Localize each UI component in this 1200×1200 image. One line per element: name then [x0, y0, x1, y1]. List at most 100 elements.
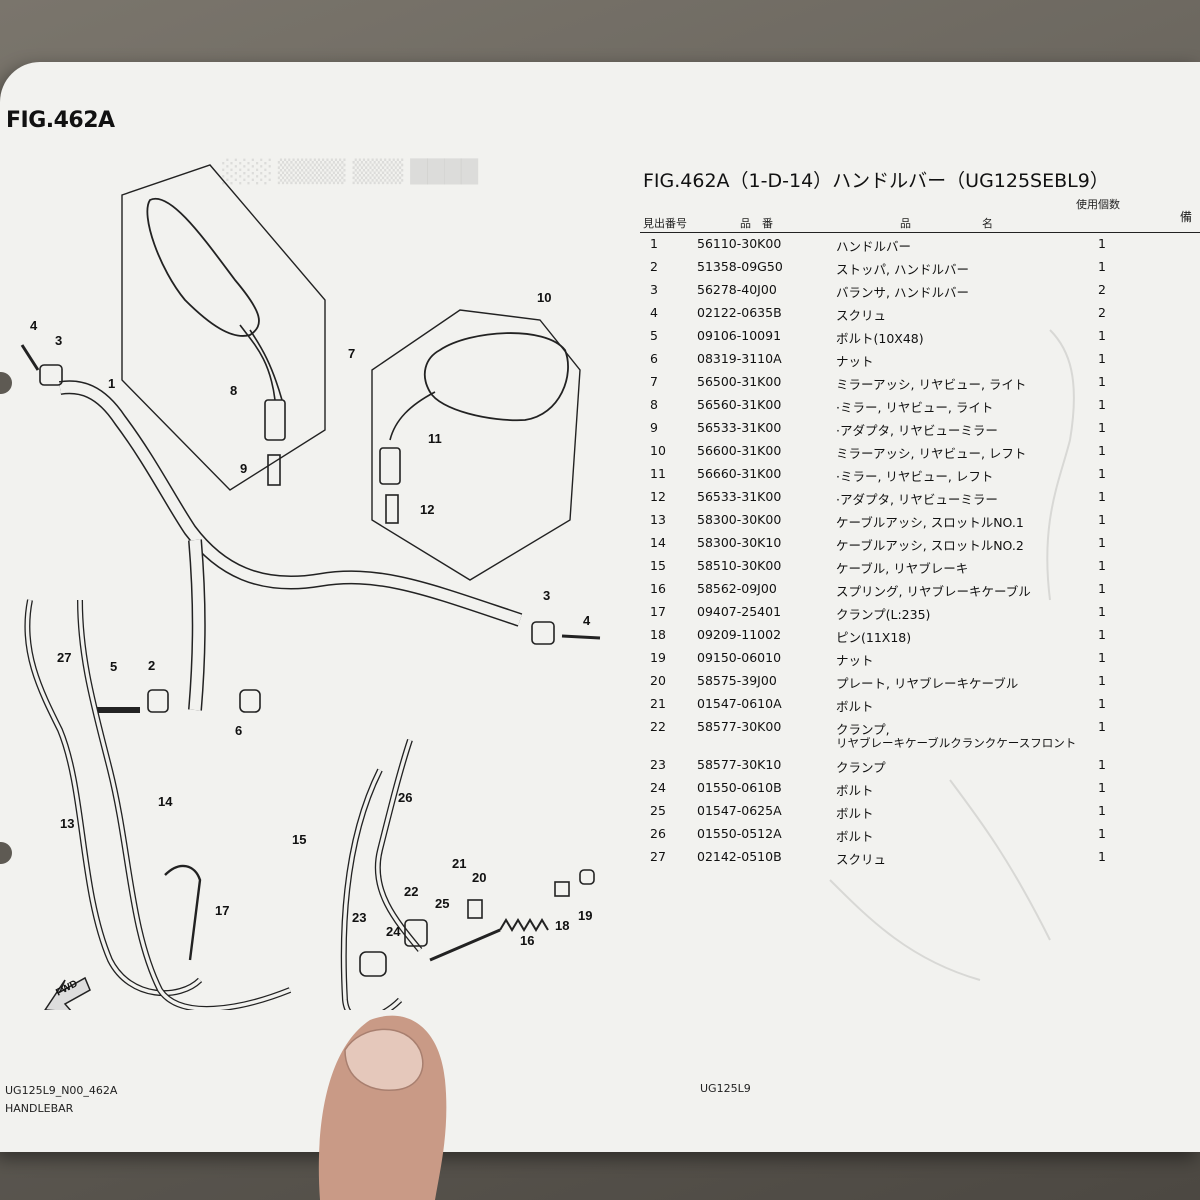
- parts-cell-desc: クランプ(L:235): [836, 607, 931, 622]
- parts-cell-no: 5: [650, 328, 658, 343]
- parts-cell-qty: 1: [1098, 558, 1106, 573]
- parts-cell-qty: 1: [1098, 803, 1106, 818]
- parts-cell-no: 21: [650, 696, 666, 711]
- callout-21: 21: [452, 856, 466, 871]
- parts-cell-desc: ピン(11X18): [836, 630, 912, 645]
- callout-1: 1: [108, 376, 115, 391]
- parts-cell-desc: ミラーアッシ, リヤビュー, レフト: [836, 446, 1027, 461]
- parts-cell-no: 14: [650, 535, 666, 550]
- parts-cell-desc: ケーブルアッシ, スロットルNO.1: [836, 515, 1024, 530]
- parts-cell-no: 10: [650, 443, 666, 458]
- brake-spring: [499, 918, 549, 932]
- callout-10: 10: [537, 290, 551, 305]
- parts-cell-qty: 1: [1098, 673, 1106, 688]
- header-part-no: 品 番: [740, 217, 773, 230]
- callout-19: 19: [578, 908, 592, 923]
- parts-cell-no: 4: [650, 305, 658, 320]
- parts-cell-no: 25: [650, 803, 666, 818]
- parts-cell-desc: ボルト: [836, 699, 874, 714]
- parts-cell-no: 23: [650, 757, 666, 772]
- parts-cell-part: 56500-31K00: [697, 374, 782, 389]
- parts-cell-qty: 1: [1098, 466, 1106, 481]
- fwd-arrow-shape: [44, 976, 91, 1010]
- callout-7: 7: [348, 346, 355, 361]
- parts-cell-qty: 1: [1098, 236, 1106, 251]
- parts-cell-qty: 1: [1098, 374, 1106, 389]
- parts-cell-desc: ·ミラー, リヤビュー, ライト: [836, 400, 994, 415]
- callout-26: 26: [398, 790, 412, 805]
- parts-cell-part: 58300-30K10: [697, 535, 782, 550]
- parts-cell-part: 51358-09G50: [697, 259, 783, 274]
- parts-cell-no: 6: [650, 351, 658, 366]
- parts-cell-part: 56660-31K00: [697, 466, 782, 481]
- parts-cell-qty: 2: [1098, 305, 1106, 320]
- parts-row: 25 01547-0625A ボルト 1: [640, 803, 1200, 825]
- binder-hole: [0, 842, 12, 864]
- parts-cell-qty: 1: [1098, 650, 1106, 665]
- parts-cell-qty: 1: [1098, 849, 1106, 864]
- callout-14: 14: [158, 794, 173, 809]
- parts-cell-no: 3: [650, 282, 658, 297]
- parts-cell-no: 16: [650, 581, 666, 596]
- callout-11: 11: [428, 431, 442, 446]
- parts-cell-part: 56533-31K00: [697, 489, 782, 504]
- parts-cell-part: 09209-11002: [697, 627, 782, 642]
- parts-cell-desc: ナット: [836, 354, 874, 369]
- parts-cell-part: 01547-0610A: [697, 696, 782, 711]
- callout-4b: 4: [583, 613, 591, 628]
- parts-cell-desc: ボルト: [836, 806, 874, 821]
- parts-cell-part: 58577-30K00: [697, 719, 782, 734]
- parts-cell-part: 58300-30K00: [697, 512, 782, 527]
- parts-cell-part: 02142-0510B: [697, 849, 782, 864]
- parts-cell-desc: ·ミラー, リヤビュー, レフト: [836, 469, 994, 484]
- parts-cell-qty: 1: [1098, 757, 1106, 772]
- parts-cell-no: 18: [650, 627, 666, 642]
- parts-cell-part: 01547-0625A: [697, 803, 782, 818]
- callout-13: 13: [60, 816, 74, 831]
- callout-15: 15: [292, 832, 306, 847]
- callout-3b: 3: [543, 588, 550, 603]
- parts-cell-part: 56278-40J00: [697, 282, 777, 297]
- parts-cell-qty: 1: [1098, 512, 1106, 527]
- parts-cell-desc: ·アダプタ, リヤビューミラー: [836, 492, 998, 507]
- parts-cell-part: 56533-31K00: [697, 420, 782, 435]
- callout-12: 12: [420, 502, 434, 517]
- parts-cell-part: 56560-31K00: [697, 397, 782, 412]
- parts-cell-part: 02122-0635B: [697, 305, 782, 320]
- parts-cell-part: 09150-06010: [697, 650, 782, 665]
- parts-cell-desc: スプリング, リヤブレーキケーブル: [836, 584, 1031, 599]
- parts-cell-part: 01550-0512A: [697, 826, 782, 841]
- callout-23: 23: [352, 910, 366, 925]
- parts-cell-desc: スクリュ: [836, 852, 887, 867]
- parts-cell-qty: 1: [1098, 259, 1106, 274]
- parts-cell-part: 01550-0610B: [697, 780, 782, 795]
- parts-cell-no: 1: [650, 236, 658, 251]
- left-mirror-frame: [371, 309, 581, 581]
- parts-cell-desc: ストッパ, ハンドルバー: [836, 262, 969, 277]
- parts-cell-no: 22: [650, 719, 666, 734]
- parts-cell-qty: 1: [1098, 719, 1106, 734]
- callout-8: 8: [230, 383, 237, 398]
- parts-cell-qty: 1: [1098, 443, 1106, 458]
- callout-27: 27: [57, 650, 71, 665]
- callout-18: 18: [555, 918, 569, 933]
- parts-cell-desc: クランプ,: [836, 722, 890, 737]
- callout-22: 22: [404, 884, 418, 899]
- parts-cell-no: 24: [650, 780, 666, 795]
- right-mirror-frame: [121, 164, 326, 491]
- parts-cell-qty: 1: [1098, 604, 1106, 619]
- parts-cell-desc: バランサ, ハンドルバー: [836, 285, 969, 300]
- footer-section: HANDLEBAR: [5, 1102, 74, 1115]
- parts-cell-no: 17: [650, 604, 666, 619]
- callout-17: 17: [215, 903, 229, 918]
- parts-cell-no: 2: [650, 259, 658, 274]
